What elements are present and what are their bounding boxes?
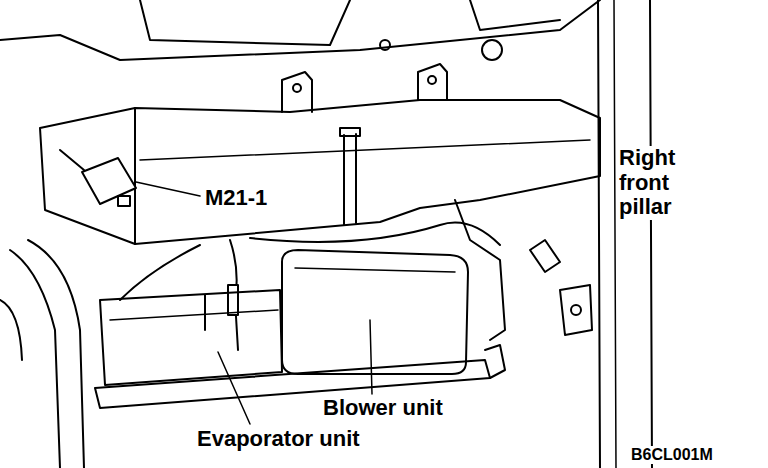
leader-line [370, 320, 372, 394]
body-panel [0, 0, 600, 60]
part-label: M21-1 [202, 186, 270, 211]
part-label: Blower unit [320, 396, 446, 421]
evaporator-unit [100, 290, 282, 385]
cross-member [40, 100, 600, 244]
connector-latch [118, 196, 130, 206]
wire [250, 223, 500, 246]
bracket [455, 200, 505, 340]
bolt [293, 84, 301, 92]
wire [120, 245, 200, 300]
blower-unit [282, 250, 468, 374]
evaporator-edge [110, 310, 278, 320]
pillar [650, 0, 652, 468]
harness [60, 150, 84, 170]
duct [28, 240, 84, 468]
bracket [560, 285, 592, 335]
clamp-band [344, 134, 356, 225]
clamp-head [340, 128, 360, 136]
pillar [598, 0, 600, 468]
cross-member-crease [140, 140, 590, 160]
bolt-hole [482, 40, 502, 60]
connector [530, 240, 560, 272]
bracket [418, 64, 447, 100]
panel-edge [0, 300, 22, 360]
pillar [614, 0, 616, 468]
figure-code: B6CL001M [628, 446, 716, 464]
bracket [282, 72, 312, 112]
bolt [428, 76, 436, 84]
bolt-hole [380, 40, 390, 50]
part-label: Right front pillar [616, 146, 708, 220]
leader-line [218, 352, 250, 424]
leader-line [136, 182, 200, 196]
duct [10, 250, 60, 468]
blower-edge [295, 268, 455, 272]
bolt [571, 305, 581, 315]
body-panel [140, 0, 350, 45]
body-panel [470, 0, 560, 30]
tray-bracket [485, 345, 505, 378]
evaporator-pipe [204, 295, 206, 330]
cross-member-edge [134, 108, 136, 244]
wire-connector [228, 285, 238, 315]
part-label: Evaporator unit [194, 427, 363, 452]
